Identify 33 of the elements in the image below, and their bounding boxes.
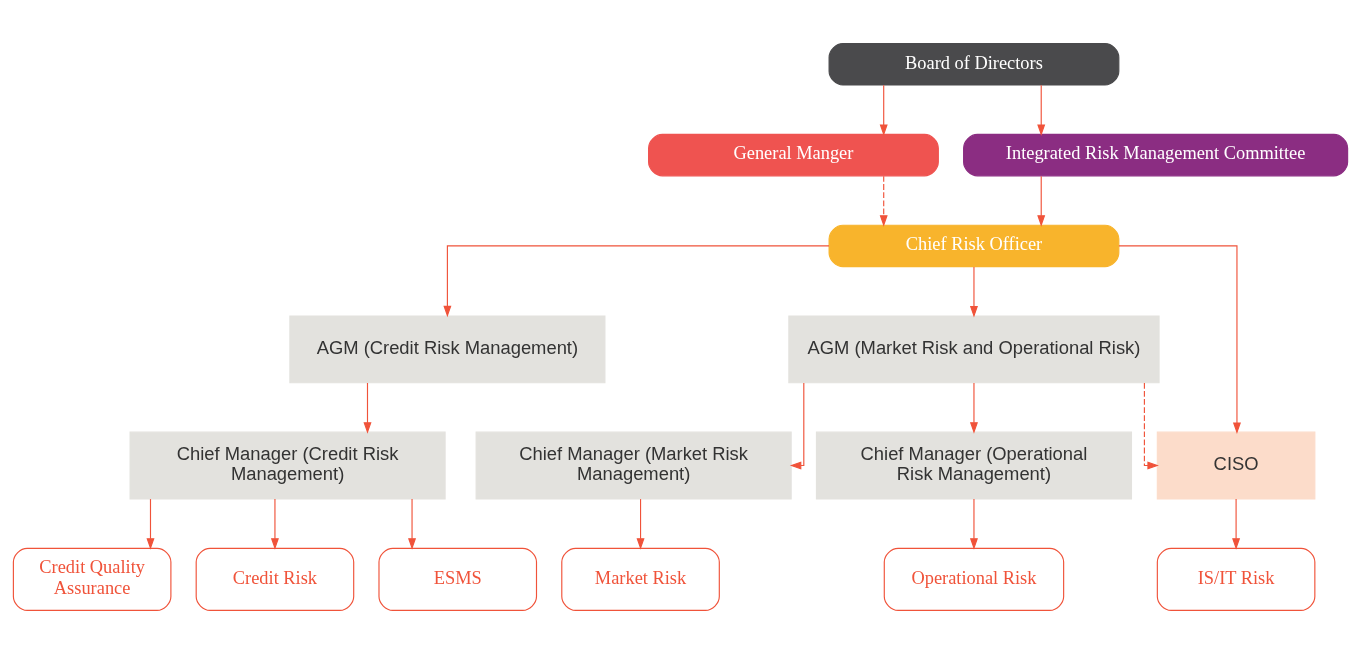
node-box: AGM (Credit Risk Management) [289, 315, 606, 383]
node-box: Chief Manager (Credit Risk Management) [129, 431, 446, 499]
arrow [363, 381, 372, 434]
arrow [1037, 175, 1046, 227]
arrow [636, 498, 645, 550]
node-box: AGM (Market Risk and Operational Risk) [788, 315, 1160, 383]
node-box: Chief Manager (Market Risk Management) [475, 431, 792, 499]
node-box: Chief Manager (Operational Risk Management) [815, 431, 1133, 499]
node-box: CISO [1156, 431, 1316, 499]
arrow [270, 498, 279, 550]
node-box: Chief Risk Officer [828, 224, 1120, 267]
node-box: Credit Risk [195, 547, 355, 611]
arrow [879, 175, 888, 227]
arrow [408, 498, 417, 550]
arrow [969, 381, 978, 434]
arrow [1037, 84, 1046, 136]
node-box: Integrated Risk Management Committee [963, 133, 1349, 176]
arrow [146, 498, 155, 550]
arrow [879, 84, 888, 136]
arrow [1232, 498, 1241, 550]
node-box: General Manger [648, 133, 939, 176]
node-box: Market Risk [561, 547, 720, 611]
arrow [1143, 381, 1159, 470]
node-box: ESMS [378, 547, 538, 611]
node-box: Operational Risk [883, 547, 1065, 611]
node-box: Credit Quality Assurance [12, 547, 172, 611]
arrow [789, 381, 805, 470]
arrow [969, 265, 978, 318]
node-box: IS/IT Risk [1156, 547, 1316, 611]
arrow [969, 498, 978, 550]
arrow [443, 244, 830, 317]
node-box: Board of Directors [828, 42, 1120, 86]
arrow [1118, 244, 1241, 434]
